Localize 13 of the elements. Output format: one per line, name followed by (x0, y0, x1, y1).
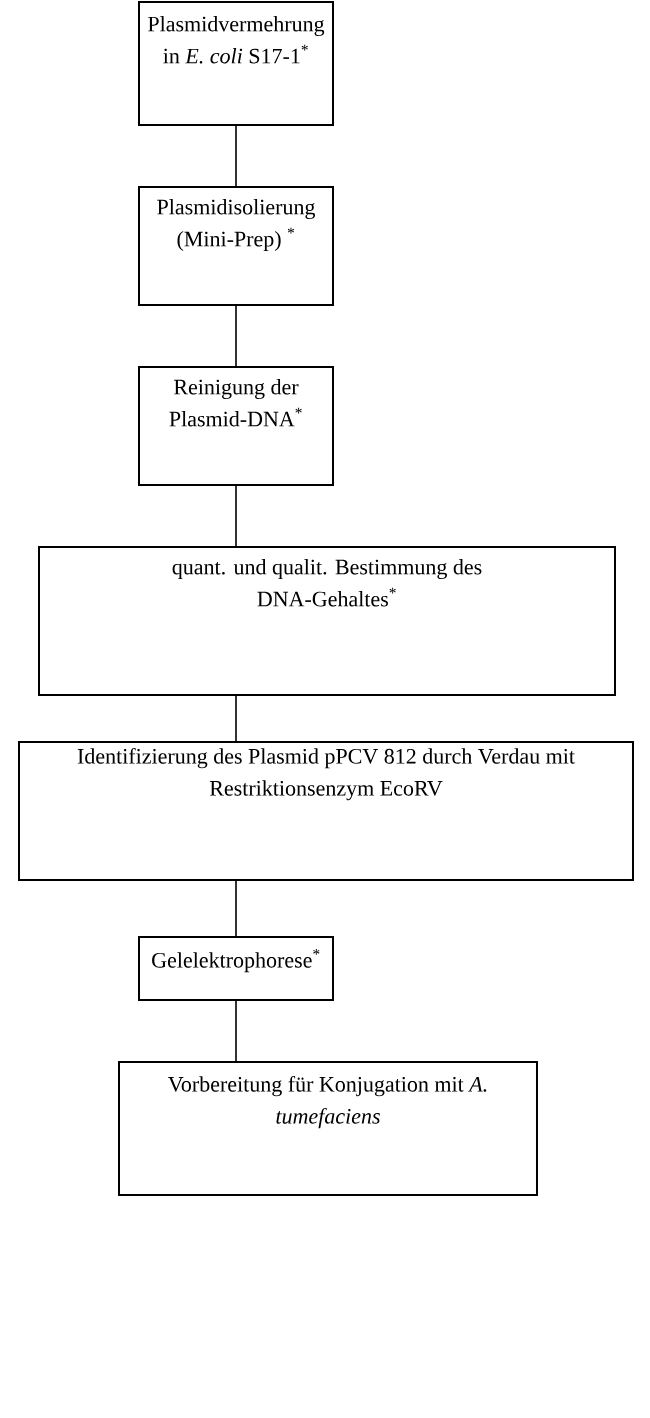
process-box: Identifizierung des Plasmid pPCV 812 durch Verdau mit Restriktionsenzym EcoRV (18, 741, 634, 881)
process-box: Gelelektrophorese$^{*}$ (138, 936, 334, 1001)
connector-line (235, 695, 237, 742)
connector-line (235, 1000, 237, 1062)
process-box: Reinigung der Plasmid-DNA$^{*}$ (138, 366, 334, 486)
connector-line (235, 125, 237, 187)
connector-line (235, 485, 237, 547)
process-box: Plasmidvermehrung in E. coli S17-1$^{*}$ (138, 1, 334, 126)
connector-line (235, 880, 237, 937)
process-box: Plasmidisolierung (Mini-Prep) $^{*}$ (138, 186, 334, 306)
connector-line (235, 305, 237, 367)
process-box: Vorbereitung für Konjugation mit A. tumefaciens (118, 1061, 538, 1196)
process-box: quant. und qualit. Bestimmung des DNA-Gehaltes$^{*}$ (38, 546, 616, 696)
